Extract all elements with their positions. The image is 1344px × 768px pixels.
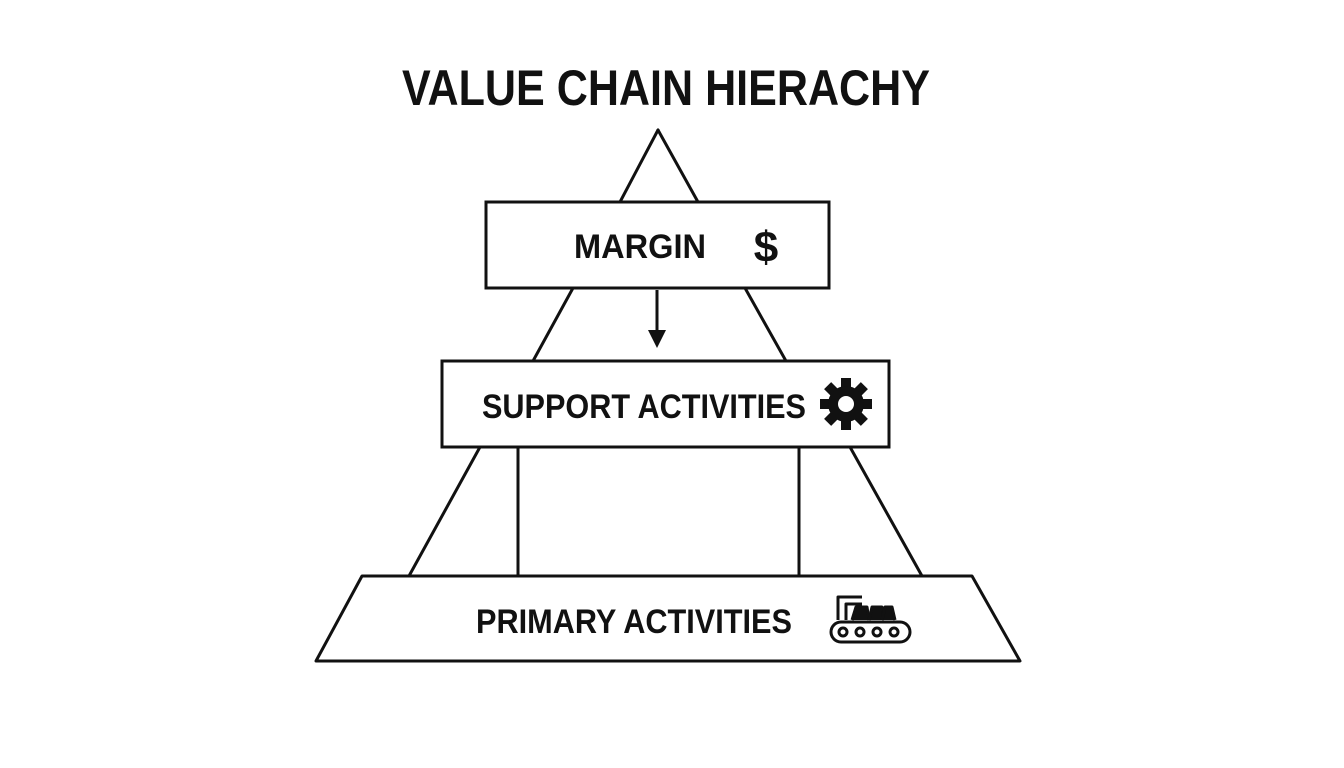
pyramid-apex-right — [656, 128, 700, 204]
support-activities-label: SUPPORT ACTIVITIES — [482, 388, 806, 426]
margin-label: MARGIN — [574, 228, 706, 266]
margin-to-support-arrow — [648, 290, 666, 348]
primary-activities-box: PRIMARY ACTIVITIES — [314, 574, 1022, 663]
support-activities-box: SUPPORT ACTIVITIES — [440, 359, 891, 449]
pyramid-lower-right — [848, 445, 924, 578]
pyramid-mid-left — [531, 286, 575, 363]
pyramid-outline — [407, 128, 924, 578]
pyramid-apex-left — [618, 128, 660, 204]
conveyor-machine-icon — [829, 595, 912, 644]
pyramid-lower-left — [407, 445, 482, 578]
dollar-icon: $ — [754, 223, 778, 272]
margin-box: MARGIN $ — [484, 200, 831, 290]
gear-icon — [820, 378, 872, 430]
pyramid-mid-right — [743, 286, 788, 363]
diagram-title: VALUE CHAIN HIERACHY — [402, 60, 930, 116]
primary-activities-label: PRIMARY ACTIVITIES — [476, 603, 792, 641]
